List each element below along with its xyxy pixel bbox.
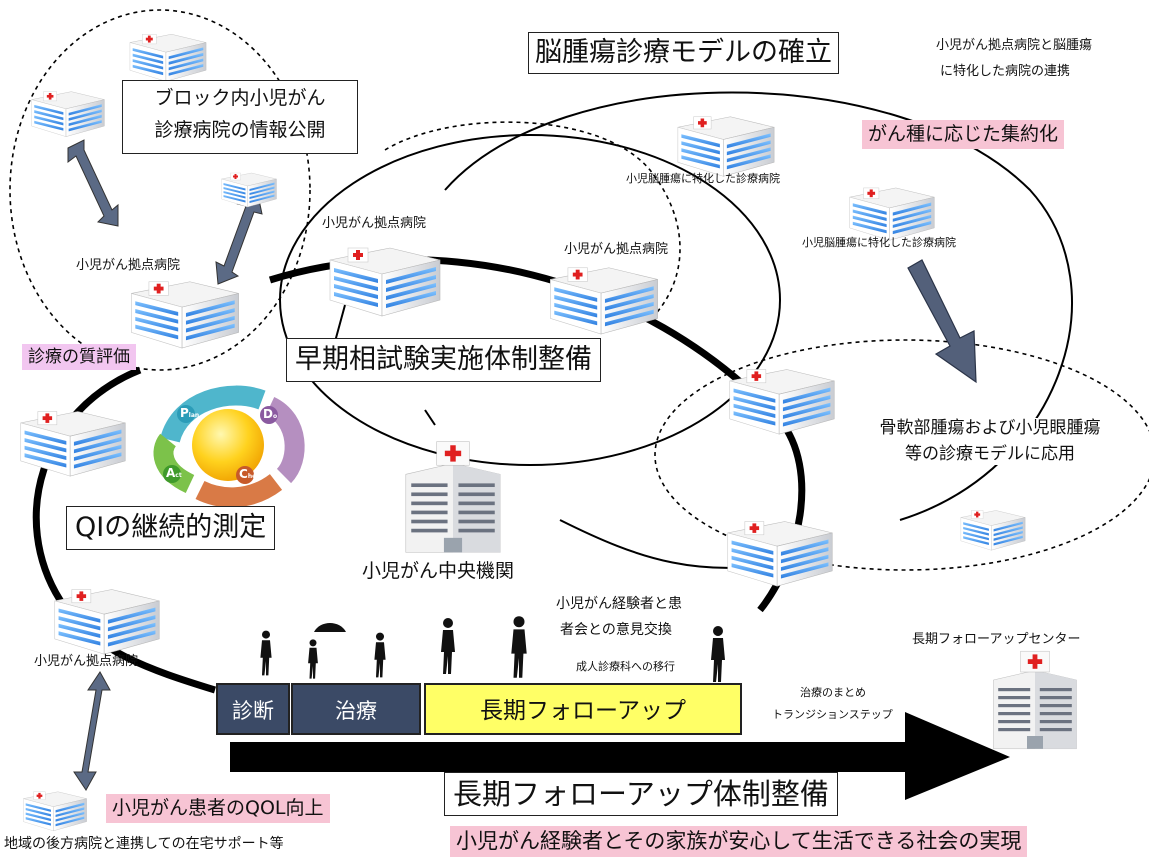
early-trial-title: 早期相試験実施体制整備 [286, 338, 601, 382]
hub-label-mid1: 小児がん拠点病院 [322, 216, 427, 231]
hub-label-bottom: 小児がん拠点病院 [34, 654, 139, 669]
block-info-line-2: 診療病院の情報公開 [154, 118, 326, 141]
brain-note-line-2: に特化した病院の連携 [940, 64, 1071, 79]
block-ring [9, 9, 311, 371]
hub-label-mid2: 小児がん拠点病院 [564, 242, 669, 257]
hospital-icon [31, 91, 105, 137]
hospital-icon [329, 247, 441, 317]
hospital-icon [849, 187, 935, 241]
hospital-icon [729, 369, 835, 435]
hospital-icon [129, 33, 207, 82]
home-support-label: 地域の後方病院と連携しての在宅サポート等 [4, 836, 284, 852]
hospital-icon [677, 116, 775, 177]
pdca-cycle-icon [153, 385, 305, 508]
hub-ring-mid [279, 134, 781, 466]
hospital-icon [221, 172, 277, 208]
ltfu-center-label: 長期フォローアップセンター [912, 632, 1081, 647]
block-info-box: ブロック内小児がん 診療病院の情報公開 [122, 80, 358, 154]
hub-label-left: 小児がん拠点病院 [76, 258, 181, 273]
treatment-summary-line-1: 治療のまとめ [800, 686, 866, 699]
hospital-icon [130, 281, 240, 349]
brain-model-title: 脳腫瘍診療モデルの確立 [528, 32, 839, 74]
consolidation-label: がん種に応じた集約化 [862, 120, 1065, 149]
hospital-icon [727, 521, 833, 587]
central-agency-building-icon [405, 440, 501, 554]
timeline-ltfu: 長期フォローアップ [424, 683, 742, 735]
timeline-arrow [230, 712, 1010, 800]
survivors-exchange-line-2: 者会との意見交換 [560, 622, 672, 638]
brain-note-line-1: 小児がん拠点病院と脳腫瘍 [936, 38, 1093, 53]
double-arrow-bottom [73, 671, 111, 791]
hospital-icon [20, 411, 126, 477]
ltfu-system-title: 長期フォローアップ体制整備 [444, 772, 838, 817]
network-ring [268, 256, 806, 613]
qi-title: QIの継続的測定 [66, 506, 276, 550]
pdca-check-letter: Check [239, 467, 264, 481]
double-arrow-block-2 [215, 194, 263, 285]
ltfu-center-building-icon [992, 650, 1078, 750]
adult-transition-label: 成人診療科への移行 [576, 660, 675, 673]
block-info-line-1: ブロック内小児がん [154, 87, 326, 109]
survivors-exchange-line-1: 小児がん経験者と患 [556, 596, 682, 612]
society-label: 小児がん経験者とその家族が安心して生活できる社会の実現 [450, 826, 1028, 858]
bone-eye-line-2: 等の診療モデルに応用 [905, 444, 1075, 465]
hospital-icon [23, 791, 87, 832]
bone-eye-label: 骨軟部腫瘍および小児眼腫瘍 等の診療モデルに応用 [845, 418, 1135, 465]
pdca-plan-letter: Plan [180, 406, 200, 420]
hospital-icon [54, 589, 160, 655]
central-agency-label: 小児がん中央機関 [362, 560, 515, 582]
hospital-icon [960, 510, 1026, 551]
treatment-summary-line-2: トランジションステップ [772, 708, 893, 721]
early-trial-ring [384, 121, 681, 321]
pdca-act-letter: Act [166, 466, 182, 480]
qol-label: 小児がん患者のQOL向上 [106, 794, 330, 823]
quality-eval-label: 診療の質評価 [22, 344, 136, 371]
double-arrow-block-1 [67, 139, 119, 227]
people-silhouettes-icon [260, 616, 725, 682]
brain-hospital-label-2: 小児脳腫瘍に特化した診療病院 [802, 236, 956, 249]
timeline-diagnosis: 診断 [216, 683, 290, 735]
pdca-do-letter: Do [263, 407, 278, 421]
bone-eye-line-1: 骨軟部腫瘍および小児眼腫瘍 [879, 418, 1101, 438]
consolidation-arrow [907, 259, 977, 384]
timeline-treatment: 治療 [291, 683, 421, 735]
bone-eye-ring [654, 339, 1149, 571]
brain-hospital-label-1: 小児脳腫瘍に特化した診療病院 [626, 172, 780, 185]
hospital-icon [549, 267, 659, 335]
